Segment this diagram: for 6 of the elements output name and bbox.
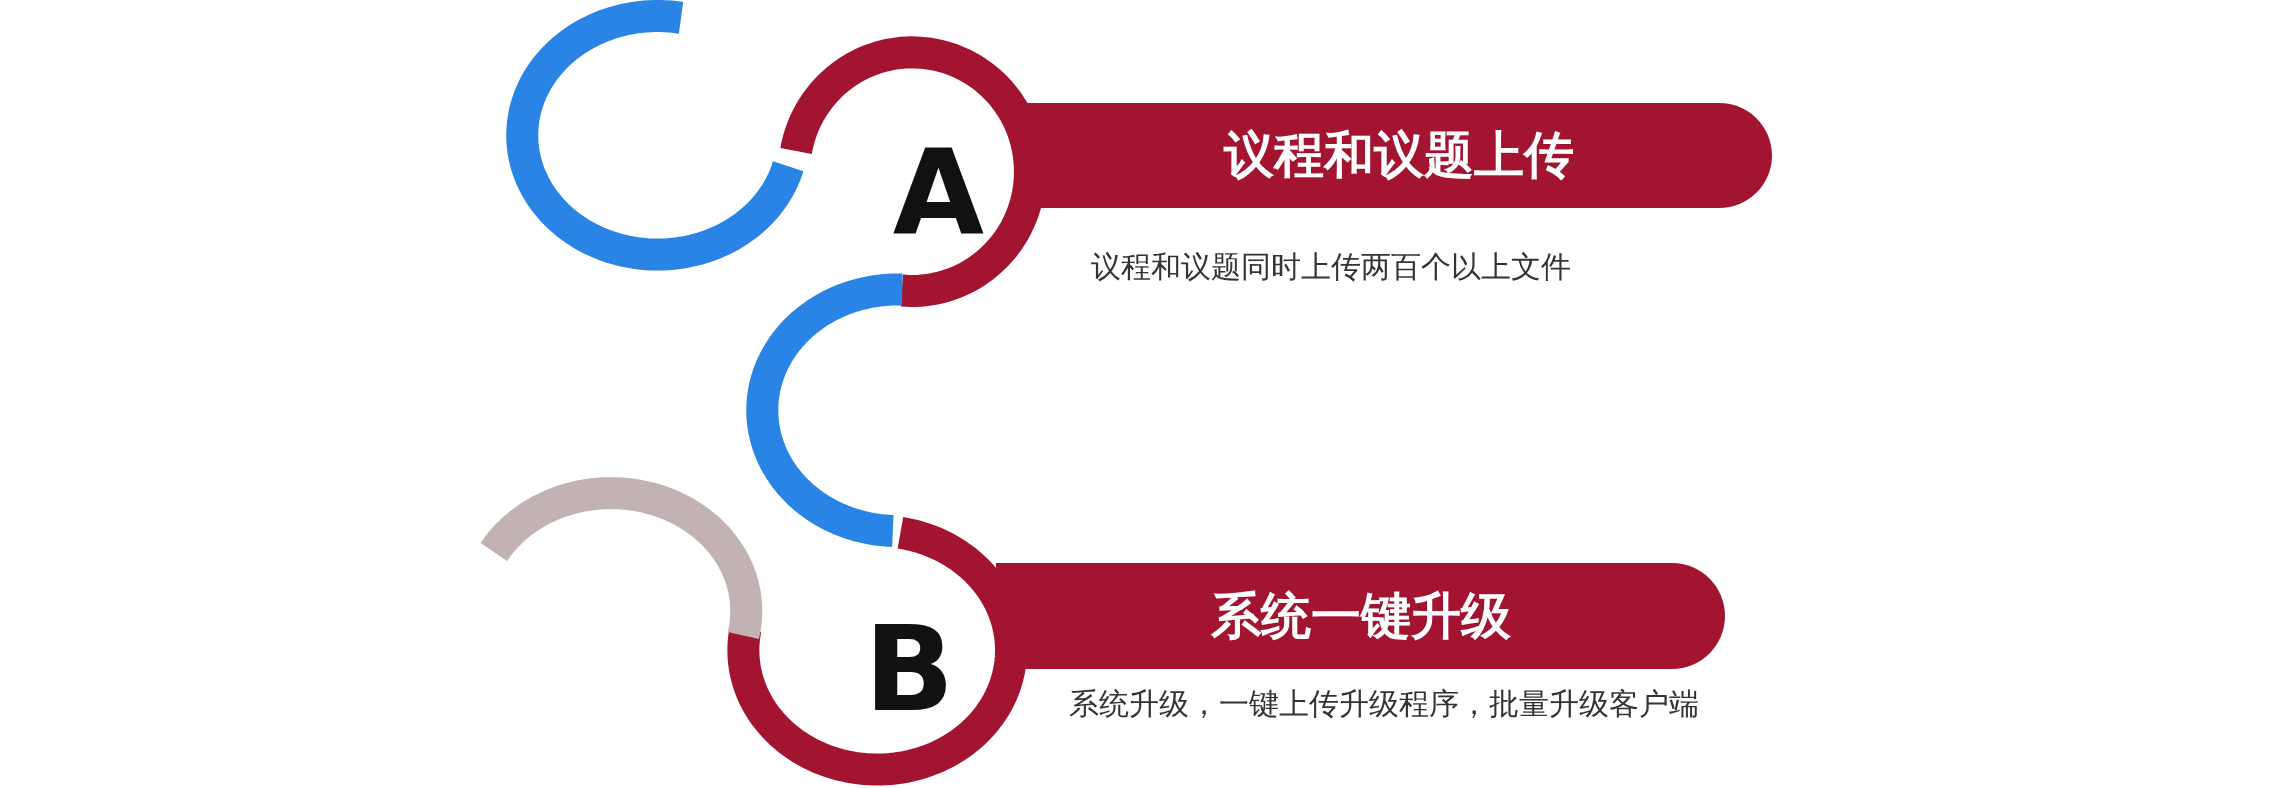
title-banner: 议程和议题上传 — [1025, 103, 1772, 208]
description-text: 议程和议题同时上传两百个以上文件 — [1091, 248, 1572, 287]
title-banner: 系统一键升级 — [996, 562, 1726, 670]
step-letter: A — [858, 113, 1019, 274]
description-text: 系统升级，一键上传升级程序，批量升级客户端 — [1069, 684, 1700, 723]
step-letter: B — [829, 589, 990, 750]
